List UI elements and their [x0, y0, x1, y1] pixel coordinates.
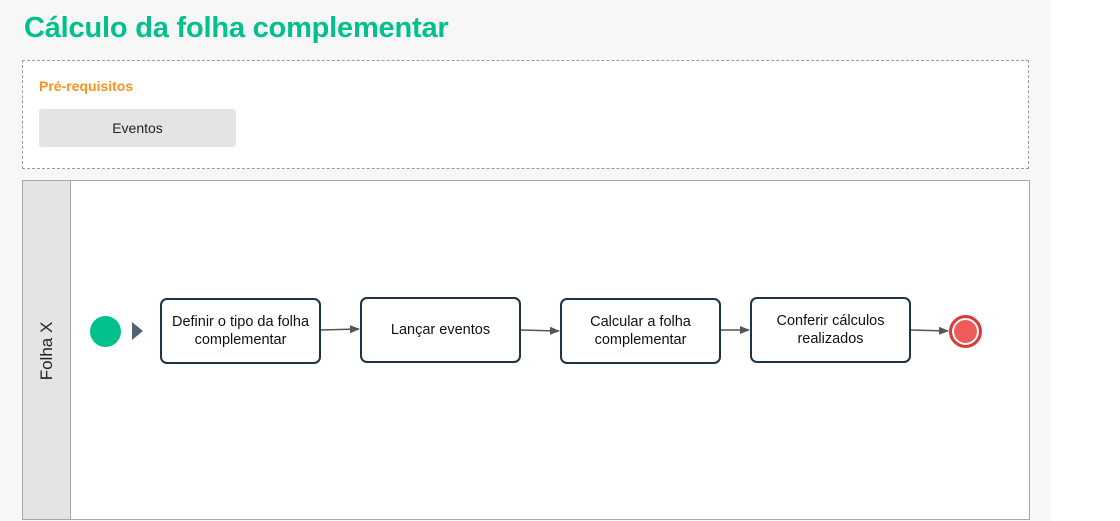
prerequisites-label: Pré-requisitos [39, 78, 134, 94]
sequence-flows [320, 325, 949, 335]
task-conferir-calculos[interactable]: Conferir cálculos realizados [750, 297, 911, 363]
flow-task1-to-task2 [320, 325, 360, 334]
start-event[interactable] [90, 316, 121, 347]
flow-task2-to-task3 [520, 326, 560, 335]
prerequisite-item-eventos[interactable]: Eventos [39, 109, 236, 147]
flow-task4-to-end [910, 326, 949, 335]
lane-header: Folha X [23, 181, 71, 519]
diagram-canvas: Cálculo da folha complementar Pré-requis… [22, 12, 1030, 520]
play-icon[interactable] [132, 322, 143, 340]
task-definir-tipo-folha[interactable]: Definir o tipo da folha complementar [160, 298, 321, 364]
prerequisites-panel: Pré-requisitos Eventos [22, 60, 1029, 169]
task-calcular-folha[interactable]: Calcular a folha complementar [560, 298, 721, 364]
end-event[interactable] [949, 315, 982, 348]
task-lancar-eventos[interactable]: Lançar eventos [360, 297, 521, 363]
page-title: Cálculo da folha complementar [24, 12, 449, 44]
